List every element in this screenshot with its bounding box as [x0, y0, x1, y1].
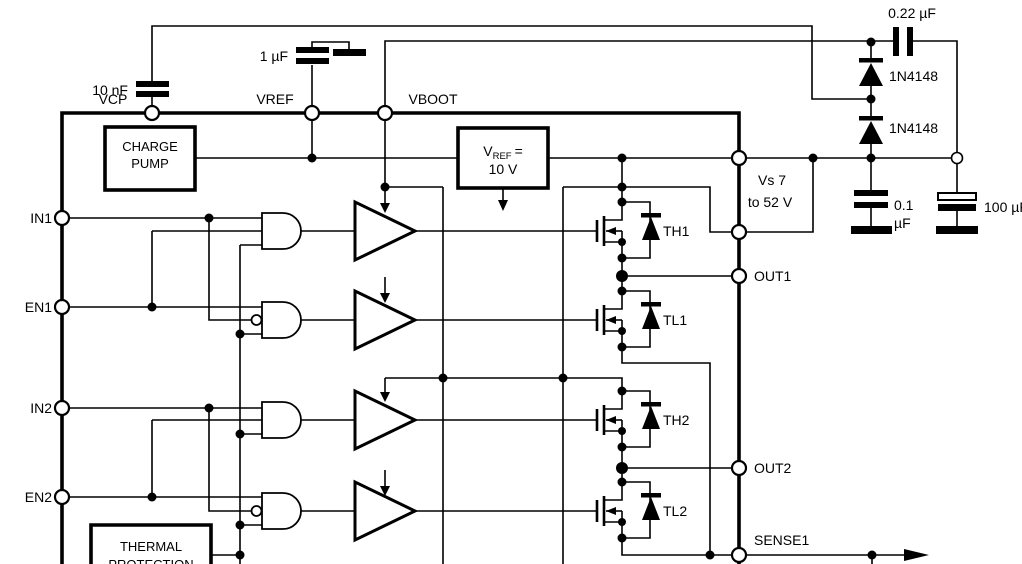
body-diode-tl1-cathode [641, 302, 661, 307]
diode-1n4148-lower [859, 116, 883, 144]
and-gate-3 [261, 401, 302, 439]
cap-10nf-label: 10 nF [92, 82, 128, 98]
pin-vboot-label: VBOOT [408, 91, 457, 107]
driver-3 [353, 388, 419, 452]
pin-in1 [53, 209, 71, 227]
pin-in1-label: IN1 [30, 210, 52, 226]
charge-pump-label-line1: CHARGE [122, 139, 178, 154]
sense1-arrow [904, 549, 929, 561]
body-diode-tl2 [642, 497, 660, 520]
pin-out1-label: OUT1 [754, 268, 792, 284]
capacitor-022uf [893, 27, 913, 56]
mosfet-th2 [595, 390, 661, 448]
cap-01uf-label-line2: µF [894, 215, 911, 231]
junction-dots [147, 37, 877, 560]
and-gate-1 [261, 212, 302, 250]
pin-en2-label: EN2 [25, 489, 52, 505]
driver-1 [353, 199, 419, 263]
diode2-label: 1N4148 [889, 120, 938, 136]
transistor-th1-label: TH1 [663, 223, 690, 239]
diode-1n4148-upper [859, 58, 883, 86]
charge-pump-label-line2: PUMP [131, 156, 169, 171]
transistor-th2-label: TH2 [663, 412, 690, 428]
capacitor-1uf [296, 47, 329, 64]
pin-en1 [53, 298, 71, 316]
pin-out2-label: OUT2 [754, 460, 792, 476]
driver-4 [353, 479, 419, 543]
inverter-bubble-gate4 [250, 505, 263, 517]
pin-in2 [53, 399, 71, 417]
capacitor-10nf [136, 81, 169, 97]
pin-vcp [143, 104, 161, 122]
driver-2 [353, 288, 419, 352]
pin-vref-label: VREF [256, 91, 293, 107]
body-diode-th1 [642, 217, 660, 240]
pin-vboot [376, 104, 394, 122]
and-gate-4 [261, 492, 302, 530]
transistor-tl1-label: TL1 [663, 312, 687, 328]
ic-pins [53, 104, 748, 564]
thermal-label-line2: PROTECTION [108, 557, 193, 564]
cap-100uf-label: 100 µF [984, 199, 1022, 215]
pin-en1-label: EN1 [25, 299, 52, 315]
inverter-bubble-gate2 [250, 314, 263, 326]
mosfet-tl1 [595, 290, 661, 348]
vref-output-arrow [498, 188, 508, 211]
body-diode-tl2-cathode [641, 493, 661, 498]
driver-supply-arrows [380, 187, 390, 496]
ic-package-outline [60, 111, 741, 564]
thermal-label-line1: THERMAL [120, 539, 182, 554]
ground-symbol-01uf [851, 226, 892, 234]
capacitor-100uf [936, 192, 978, 234]
body-diode-th2-cathode [641, 402, 661, 407]
pin-out2 [730, 459, 748, 477]
cap-01uf-label-line1: 0.1 [894, 197, 914, 213]
mosfet-th1 [595, 201, 661, 259]
pin-vsa [730, 149, 748, 167]
external-wires [151, 25, 958, 564]
pin-en2 [53, 488, 71, 506]
body-diode-th2 [642, 406, 660, 429]
supply-label-line1: Vs 7 [758, 172, 786, 188]
pin-out1 [730, 267, 748, 285]
and-gate-2 [261, 301, 302, 339]
vref-regulator-label-line2: 10 V [489, 161, 518, 177]
thermal-protection-block [89, 523, 213, 564]
charge-pump-block [103, 125, 197, 192]
supply-label-line2: to 52 V [748, 194, 793, 210]
supply-terminal [950, 151, 964, 165]
ground-symbol-100uf [936, 226, 978, 234]
body-diode-tl1 [642, 306, 660, 329]
pin-sense1-label: SENSE1 [754, 532, 809, 548]
pin-sense1 [730, 546, 748, 564]
cap-1uf-label: 1 µF [260, 48, 288, 64]
pin-vsb [730, 223, 748, 241]
transistor-tl2-label: TL2 [663, 503, 687, 519]
cap-022uf-label: 0.22 µF [888, 5, 936, 21]
vref-regulator-label-line1: VREF= [483, 143, 523, 162]
pin-vref [303, 104, 321, 122]
ground-symbol-vref [333, 49, 366, 56]
body-diode-th1-cathode [641, 213, 661, 218]
mosfet-tl2 [595, 481, 661, 539]
diode1-label: 1N4148 [889, 68, 938, 84]
pin-in2-label: IN2 [30, 400, 52, 416]
capacitor-01uf [851, 190, 892, 234]
pin-vcp-label: VCP [99, 91, 128, 107]
